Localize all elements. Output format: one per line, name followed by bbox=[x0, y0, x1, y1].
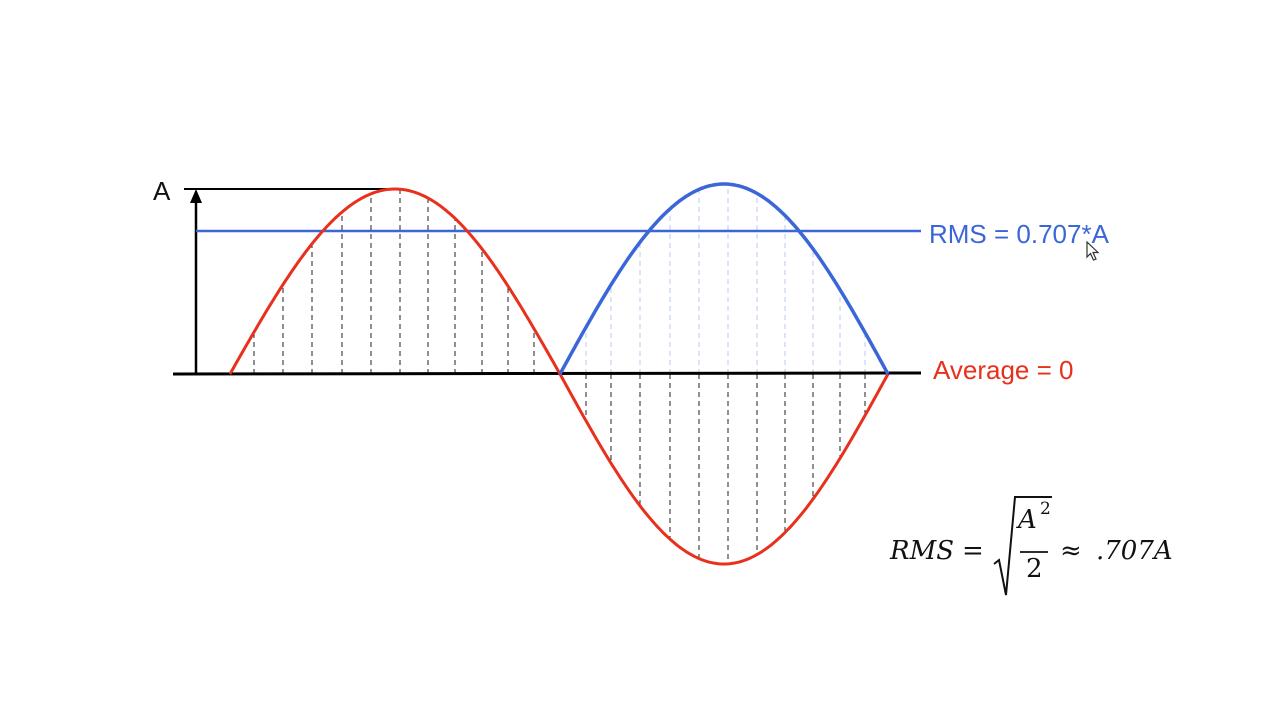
amplitude-arrow-head bbox=[190, 189, 202, 203]
square-root-sign bbox=[993, 496, 1052, 596]
formula-denominator: 2 bbox=[1026, 554, 1043, 584]
mouse-pointer-icon bbox=[1086, 241, 1100, 261]
formula-rhs: .707A bbox=[1096, 536, 1173, 566]
sine-hatch-lines bbox=[253, 189, 866, 564]
formula-approx: ≈ bbox=[1060, 536, 1082, 566]
rms-label: RMS = 0.707*A bbox=[929, 219, 1109, 249]
formula-lhs: RMS bbox=[890, 536, 955, 566]
amplitude-label: A bbox=[153, 176, 171, 206]
rectified-half-wave-curve bbox=[558, 182, 890, 375]
formula-numerator: A bbox=[1018, 505, 1037, 535]
sine-wave-curve bbox=[228, 187, 890, 566]
time-axis bbox=[172, 371, 922, 376]
rms-formula: RMS = A 2 2 ≈ .707A bbox=[888, 490, 1188, 600]
average-label: Average = 0 bbox=[933, 355, 1074, 385]
rectified-hatch-lines bbox=[585, 184, 866, 374]
formula-equals: = bbox=[962, 536, 984, 566]
formula-exponent: 2 bbox=[1040, 499, 1051, 519]
